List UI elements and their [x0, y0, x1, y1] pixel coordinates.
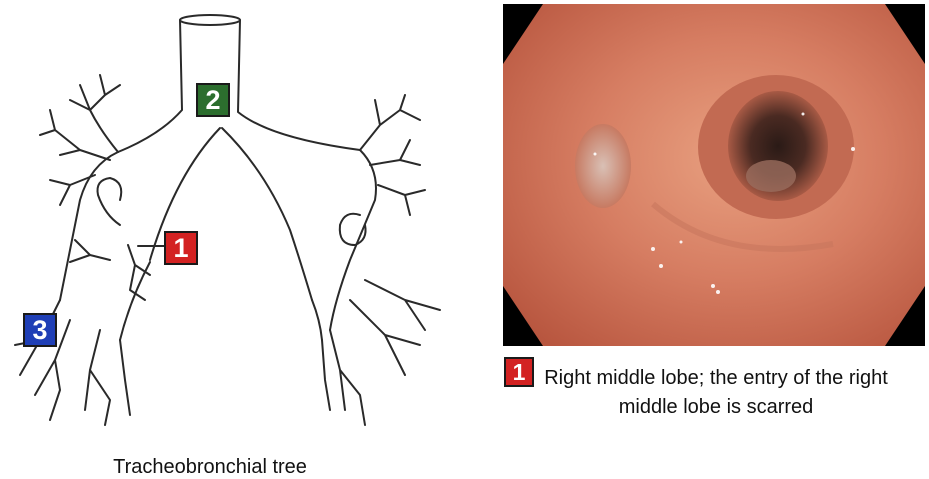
legend-description: Right middle lobe; the entry of the righ…	[540, 364, 892, 422]
bronchial-tree-drawing	[0, 0, 480, 479]
diagram-caption: Tracheobronchial tree	[60, 456, 360, 479]
marker-2: 2	[196, 83, 230, 117]
marker-1: 1	[164, 231, 198, 265]
legend-marker-1: 1	[504, 357, 534, 387]
tracheobronchial-diagram: 1 2 3 Tracheobronchial tree	[0, 0, 480, 479]
bronchoscopy-image	[503, 4, 925, 346]
marker-3: 3	[23, 313, 57, 347]
